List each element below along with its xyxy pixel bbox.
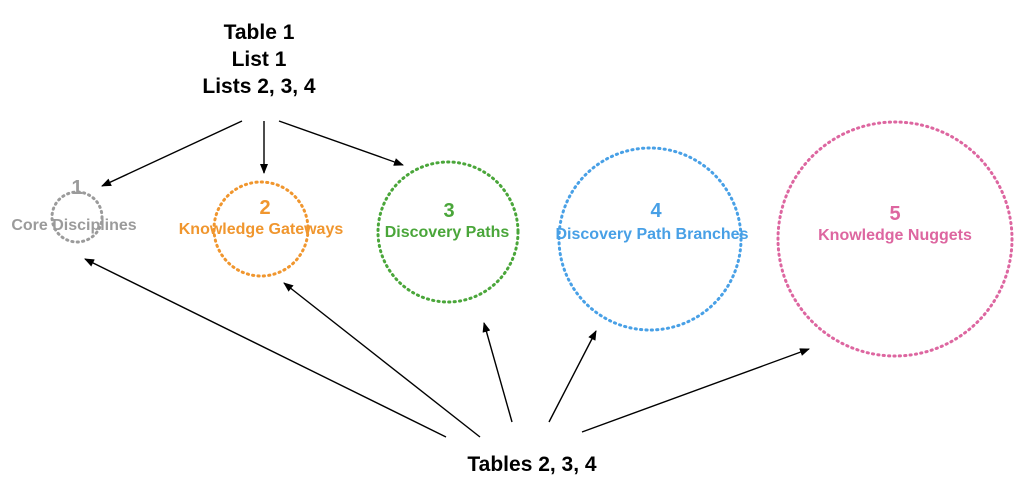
top-source-line-3: Lists 2, 3, 4 (202, 75, 316, 98)
level-2-name: Knowledge Gateways (179, 221, 344, 238)
top-source: Table 1 List 1 Lists 2, 3, 4 (202, 21, 316, 98)
level-5-ring (776, 120, 1014, 358)
level-5-name: Knowledge Nuggets (818, 227, 972, 244)
level-3-ring (376, 160, 520, 304)
level-3-node: 3 Discovery Paths (376, 160, 520, 304)
arrow-bottom-to-level-2 (283, 282, 481, 438)
bottom-arrows (84, 258, 810, 438)
level-4-number: 4 (650, 200, 662, 222)
arrow-bottom-to-level-1 (84, 258, 447, 438)
level-2-number: 2 (259, 197, 270, 219)
arrow-bottom-to-level-4 (548, 330, 597, 423)
level-2-node: 2 Knowledge Gateways (179, 180, 344, 278)
level-3-name: Discovery Paths (385, 224, 510, 241)
level-3-number: 3 (443, 200, 454, 222)
level-5-node: 5 Knowledge Nuggets (776, 120, 1014, 358)
arrow-top-to-level-1 (101, 120, 243, 187)
arrow-bottom-to-level-3 (482, 322, 513, 423)
level-2-ring (212, 180, 310, 278)
level-1-number: 1 (71, 177, 82, 199)
level-4-ring (557, 146, 743, 332)
level-1-node: 1 Core Disciplines (11, 177, 137, 244)
arrow-bottom-to-level-5 (581, 348, 810, 433)
level-4-name: Discovery Path Branches (556, 226, 749, 243)
level-1-name: Core Disciplines (11, 217, 136, 234)
arrow-top-to-level-3 (278, 120, 404, 166)
level-4-node: 4 Discovery Path Branches (556, 146, 749, 332)
level-1-ring (50, 190, 104, 244)
top-arrows (101, 120, 404, 187)
top-source-line-1: Table 1 (224, 21, 295, 44)
bottom-source-label: Tables 2, 3, 4 (467, 453, 596, 476)
level-5-number: 5 (889, 203, 900, 225)
top-source-line-2: List 1 (232, 48, 287, 71)
